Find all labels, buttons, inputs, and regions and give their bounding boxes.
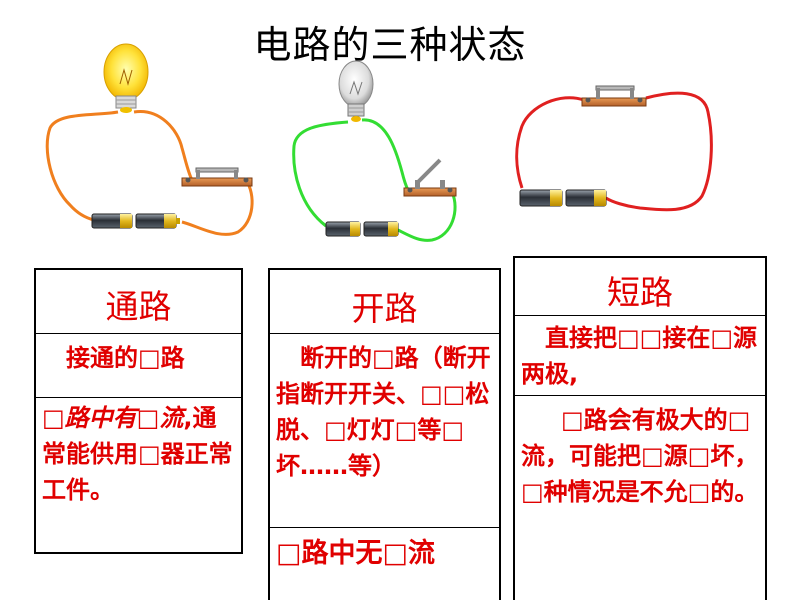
open-circuit-wire [397,191,457,242]
lit-bulb-icon [103,43,149,113]
open-circuit-description: □路中无□流 [276,538,436,569]
panel-heading-cell: 通路 [36,270,241,334]
open-circuit-wire [292,120,349,228]
open-circuit-heading: 开路 [351,289,418,328]
panel-description-cell: □路会有极大的□流，可能把□源□坏，□种情况是不允□的。 [515,396,765,600]
panel-heading-cell: 开路 [270,270,499,334]
closed-switch-icon [181,167,253,187]
short-circuit-wire [515,96,585,189]
panel-definition-cell: 断开的□路（断开指断开开关、□□松脱、□灯灯□等□坏……等） [270,334,499,528]
closed-circuit-definition: 接通的□路 [66,344,185,372]
closed-circuit-wire [181,179,254,236]
panel-description-cell: □路中有□流,通常能供用□器正常工件。 [36,398,241,552]
panel-definition-cell: 接通的□路 [36,334,241,398]
unlit-bulb-icon [338,60,374,122]
short-circuit-heading: 短路 [607,273,673,312]
closed-circuit-heading: 通路 [105,287,172,326]
battery-pair-icon [519,189,607,207]
closed-circuit-description-italic: □路中有□流 [42,404,184,432]
panel-definition-cell: 直接把□□接在□源两极, [515,316,765,396]
closed-circuit-description-rest: ,通常能供用□器正常工件。 [42,404,233,504]
open-circuit-diagram [292,60,457,242]
closed-circuit-panel: 通路 接通的□路 □路中有□流,通常能供用□器正常工件。 [34,268,243,554]
open-circuit-definition: 断开的□路（断开指断开开关、□□松脱、□灯灯□等□坏……等） [276,344,491,480]
open-circuit-panel: 开路 断开的□路（断开指断开开关、□□松脱、□灯灯□等□坏……等） □路中无□流 [268,268,501,600]
panel-description-cell: □路中无□流 [270,528,499,600]
circuit-illustrations [45,43,713,242]
closed-circuit-wire [133,110,194,181]
panel-heading-cell: 短路 [515,258,765,316]
page-title: 电路的三种状态 [253,23,527,67]
closed-switch-icon [581,85,647,107]
closed-circuit-description: □路中有□流,通常能供用□器正常工件。 [36,398,241,508]
short-circuit-wire [605,91,713,212]
short-circuit-definition: 直接把□□接在□源两极, [521,324,758,388]
short-circuit-panel: 短路 直接把□□接在□源两极, □路会有极大的□流，可能把□源□坏，□种情况是不… [513,256,767,600]
battery-pair-icon [91,213,180,229]
closed-circuit-wire [45,110,119,222]
closed-circuit-diagram [45,43,254,236]
battery-pair-icon [325,221,399,237]
short-circuit-diagram [515,85,713,212]
short-circuit-description: □路会有极大的□流，可能把□源□坏，□种情况是不允□的。 [521,406,759,506]
open-circuit-wire [361,118,410,191]
open-switch-icon [403,158,457,197]
